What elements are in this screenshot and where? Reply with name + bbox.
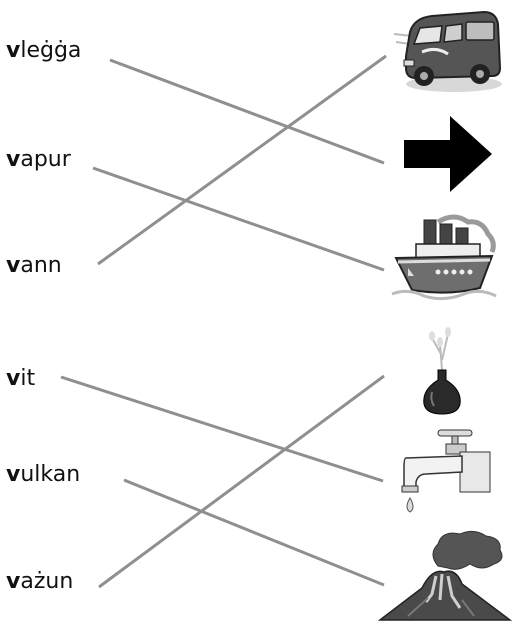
van-icon (393, 10, 502, 92)
word-vapur: vapur (6, 147, 71, 172)
volcano-icon (378, 530, 512, 621)
vase-icon (423, 327, 461, 415)
match-line-vulkan-volcano (123, 478, 385, 587)
word-vulkan: vulkan (6, 462, 81, 487)
match-line-vit-tap (60, 375, 384, 483)
match-line-vann-van (97, 54, 387, 266)
word-vleggha: vleġġa (6, 38, 82, 63)
word-vit: vit (6, 366, 36, 391)
word-vann: vann (6, 253, 62, 278)
arrow-icon (404, 116, 492, 192)
match-line-vazun-vase (98, 374, 385, 589)
ship-icon (391, 214, 497, 301)
word-vazun: vażun (6, 569, 74, 594)
match-line-vapur-ship (92, 166, 385, 272)
match-line-vleggha-arrow (109, 58, 385, 165)
tap-icon (401, 429, 491, 513)
